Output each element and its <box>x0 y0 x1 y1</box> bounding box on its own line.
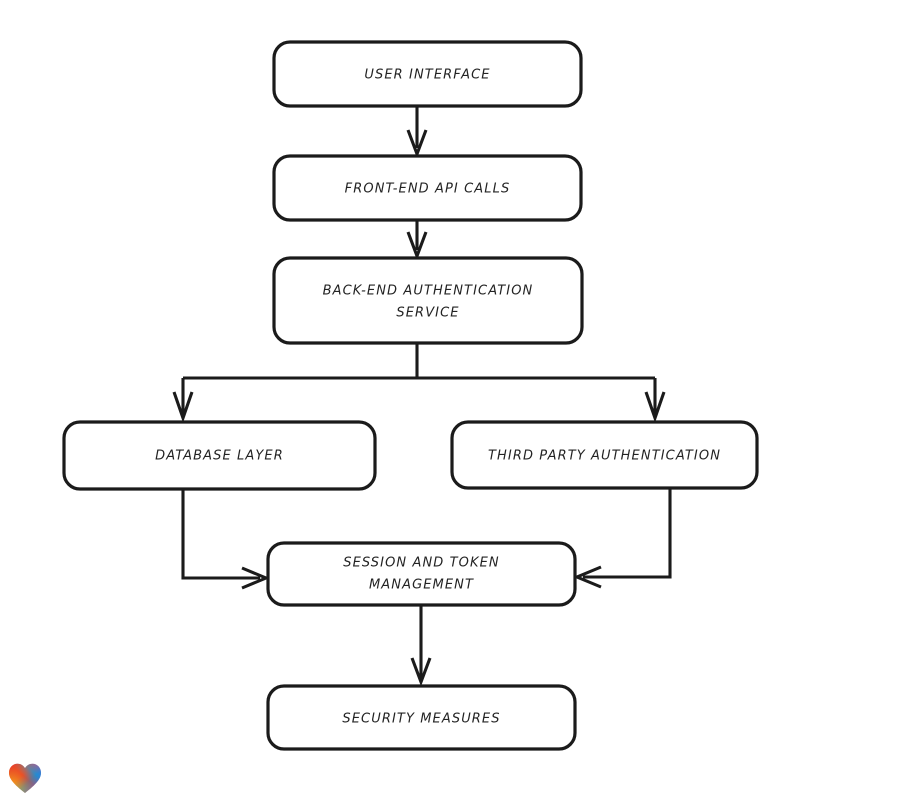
node-session-and-token-management[interactable]: SESSION AND TOKEN MANAGEMENT <box>266 541 577 607</box>
node-layer: USER INTERFACE FRONT-END API CALLS BACK-… <box>62 40 759 751</box>
node-front-end-api-calls-label: FRONT-END API CALLS <box>345 182 511 197</box>
node-back-end-authentication-service-label-line1: BACK-END AUTHENTICATION <box>323 284 534 299</box>
node-session-and-token-management-shape[interactable] <box>266 541 577 607</box>
node-user-interface[interactable]: USER INTERFACE <box>272 40 583 108</box>
node-user-interface-label: USER INTERFACE <box>364 68 490 83</box>
edge-api-to-backend <box>406 220 428 261</box>
node-back-end-authentication-service-shape[interactable] <box>272 256 584 345</box>
edge-session-to-security <box>410 605 432 687</box>
node-security-measures[interactable]: SECURITY MEASURES <box>266 684 577 751</box>
node-back-end-authentication-service-label-line2: SERVICE <box>396 306 459 321</box>
node-session-and-token-management-label-line2: MANAGEMENT <box>369 578 474 593</box>
edge-backend-to-thirdparty <box>644 378 666 423</box>
node-third-party-authentication-shape[interactable] <box>450 420 759 490</box>
edge-layer <box>172 106 672 687</box>
node-database-layer[interactable]: DATABASE LAYER <box>62 420 377 491</box>
heart-logo-icon <box>9 763 41 793</box>
node-database-layer-shape[interactable] <box>62 420 377 491</box>
node-third-party-authentication-label: THIRD PARTY AUTHENTICATION <box>488 449 721 464</box>
node-security-measures-shape[interactable] <box>266 684 577 751</box>
edge-database-to-session <box>181 489 271 590</box>
node-security-measures-label: SECURITY MEASURES <box>342 712 500 727</box>
node-third-party-authentication[interactable]: THIRD PARTY AUTHENTICATION <box>450 420 759 490</box>
edge-backend-to-database <box>172 378 194 423</box>
node-front-end-api-calls-shape[interactable] <box>272 154 583 222</box>
edge-ui-to-api <box>406 106 428 159</box>
node-session-and-token-management-label-line1: SESSION AND TOKEN <box>343 556 500 571</box>
node-database-layer-label: DATABASE LAYER <box>155 449 284 464</box>
node-user-interface-shape[interactable] <box>272 40 583 108</box>
node-back-end-authentication-service[interactable]: BACK-END AUTHENTICATION SERVICE <box>272 256 584 345</box>
edge-backend-split <box>183 343 655 380</box>
edge-thirdparty-to-session <box>572 488 672 589</box>
node-front-end-api-calls[interactable]: FRONT-END API CALLS <box>272 154 583 222</box>
